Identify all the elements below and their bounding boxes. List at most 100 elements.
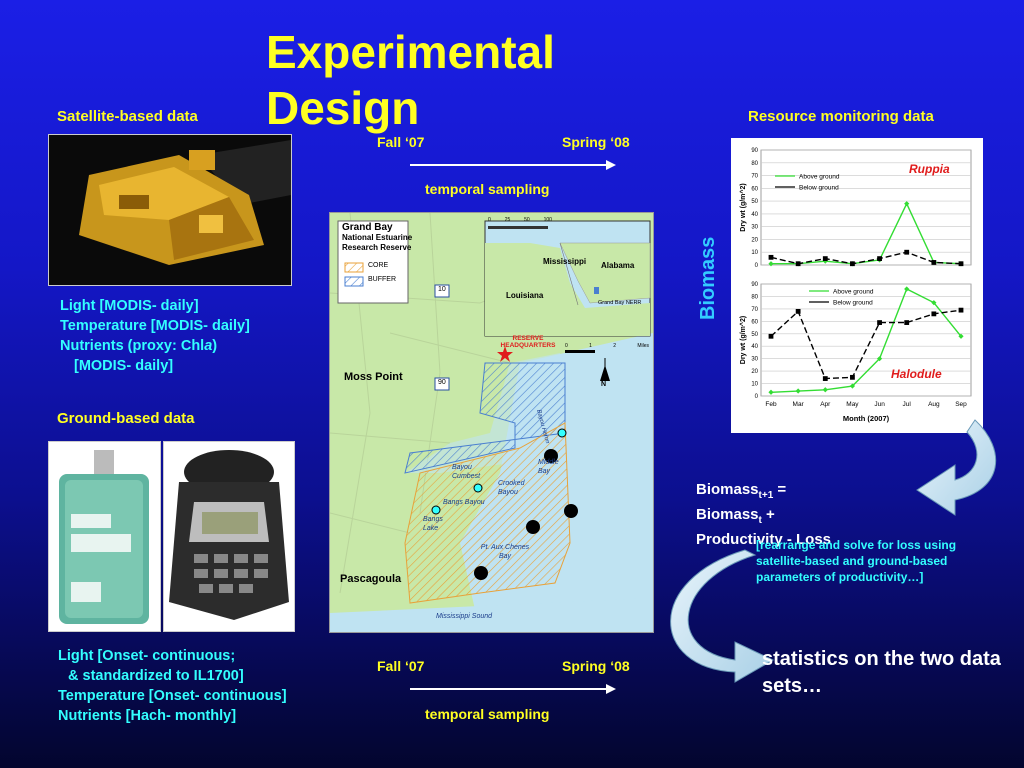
- slide-title: Experimental Design: [266, 26, 555, 134]
- road-90: 90: [438, 379, 446, 386]
- ytick-label-0-20: 20: [751, 237, 758, 243]
- ground-light: Light [Onset- continuous;: [58, 648, 236, 664]
- top-temporal-end: Spring ‘08: [562, 134, 630, 150]
- point-1-0-0: [768, 389, 774, 395]
- inset-grand-bay-nerr: Grand Bay NERR: [598, 300, 642, 306]
- ytick-label-0-80: 80: [751, 161, 758, 167]
- bottom-temporal-start: Fall ‘07: [377, 658, 425, 674]
- road-10: 10: [438, 286, 446, 293]
- series-line-0-1: [770, 251, 962, 265]
- point-0-1-2: [822, 256, 828, 262]
- inset-alabama: Alabama: [601, 261, 635, 270]
- legend-label-1-0: Above ground: [833, 289, 874, 296]
- satellite-light: Light [MODIS- daily]: [60, 298, 199, 314]
- ytick-label-1-70: 70: [751, 307, 758, 313]
- ground-temperature: Temperature [Onset- continuous]: [58, 688, 287, 704]
- ytick-label-1-80: 80: [751, 294, 758, 300]
- point-1-1-3: [850, 374, 855, 380]
- ground-list: Light [Onset- continuous; & standardized…: [58, 646, 287, 726]
- point-0-1-6: [931, 260, 937, 265]
- place-bayou-cumbest: Bayou Cumbest: [452, 464, 481, 480]
- ytick-label-1-90: 90: [751, 282, 758, 288]
- arrow-to-equation: [916, 419, 997, 516]
- plot-area-0: [760, 149, 972, 266]
- legend-label-0-0: Above ground: [799, 174, 840, 181]
- satellite-nutrients-source: [MODIS- daily]: [74, 358, 174, 374]
- ytick-label-1-0: 0: [755, 394, 759, 400]
- statistics-text: statistics on the two data sets…: [762, 648, 1001, 697]
- top-temporal-label: temporal sampling: [425, 181, 550, 197]
- ground-nutrients: Nutrients [Hach- monthly]: [58, 708, 237, 724]
- ground-light-note: & standardized to IL1700]: [68, 668, 244, 684]
- xtick-label-Jun: Jun: [874, 401, 885, 408]
- place-moss-point: Moss Point: [344, 371, 403, 383]
- satellite-image: [48, 134, 292, 286]
- satellite-header: Satellite-based data: [57, 108, 198, 125]
- bottom-temporal-label: temporal sampling: [425, 706, 550, 722]
- resource-header: Resource monitoring data: [748, 108, 934, 125]
- point-1-1-0: [768, 333, 774, 339]
- point-0-1-4: [877, 256, 882, 262]
- satellite-temperature: Temperature [MODIS- daily]: [60, 318, 250, 334]
- ytick-label-1-40: 40: [751, 344, 758, 350]
- point-0-0-0: [768, 261, 774, 267]
- legend-buffer: BUFFER: [368, 276, 396, 283]
- satellite-nutrients: Nutrients (proxy: Chla): [60, 338, 218, 354]
- biomass-axis-label: Biomass: [697, 236, 719, 320]
- ground-header: Ground-based data: [57, 410, 195, 427]
- ytick-label-1-10: 10: [751, 382, 758, 388]
- flow-arrows: [670, 419, 997, 683]
- north-arrow: N: [601, 381, 607, 388]
- xtick-label-Sep: Sep: [955, 401, 967, 408]
- point-0-0-5: [904, 201, 910, 207]
- ytick-label-0-0: 0: [755, 263, 759, 269]
- xtick-label-Aug: Aug: [928, 401, 940, 408]
- place-pascagoula: Pascagoula: [340, 573, 402, 585]
- ytick-label-0-40: 40: [751, 212, 758, 218]
- point-1-1-4: [877, 320, 882, 325]
- top-temporal-start: Fall ‘07: [377, 134, 425, 150]
- ytick-label-0-60: 60: [751, 186, 758, 192]
- bottom-temporal-arrow: [410, 688, 608, 690]
- point-1-0-7: [958, 333, 964, 339]
- grand-bay-map: Grand Bay National Estuarine Research Re…: [329, 212, 654, 633]
- xtick-label-May: May: [846, 401, 859, 408]
- top-temporal-arrowhead: [606, 160, 616, 170]
- bottom-temporal-arrowhead: [606, 684, 616, 694]
- point-1-1-1: [795, 308, 801, 314]
- ytick-label-1-60: 60: [751, 319, 758, 325]
- inset-mississippi: Mississippi: [543, 257, 587, 266]
- inset-louisiana: Louisiana: [506, 291, 544, 300]
- legend-label-0-1: Below ground: [799, 185, 839, 192]
- point-0-1-0: [768, 254, 774, 260]
- point-1-1-6: [931, 311, 937, 317]
- xtick-label-Apr: Apr: [820, 401, 831, 408]
- ytick-label-0-70: 70: [751, 174, 758, 180]
- map-title: Grand Bay National Estuarine Research Re…: [342, 222, 413, 253]
- bottom-temporal-end: Spring ‘08: [562, 658, 630, 674]
- ytick-label-0-50: 50: [751, 199, 758, 205]
- ytick-label-1-50: 50: [751, 332, 758, 338]
- xtick-label-Feb: Feb: [765, 401, 777, 408]
- point-1-1-2: [822, 376, 828, 381]
- ytick-label-0-90: 90: [751, 148, 758, 154]
- series-line-1-0: [770, 288, 962, 393]
- xtick-label-Mar: Mar: [793, 401, 805, 408]
- place-pt-aux-chenes-bay: Pt. Aux Chenes Bay: [480, 544, 530, 560]
- onset-logger-image: [48, 441, 161, 632]
- reserve-headquarters: RESERVE HEADQUARTERS: [500, 335, 556, 349]
- point-1-1-7: [958, 307, 964, 313]
- hach-meter-image: [163, 441, 295, 632]
- annotation-1: Halodule: [891, 367, 942, 381]
- place-crooked-bayou: Crooked Bayou: [498, 480, 525, 496]
- biomass-equation: Biomasst+1 = Biomasst + Productivity - L…: [696, 481, 832, 548]
- ylabel-1: Dry wt (g/m^2): [739, 316, 747, 364]
- ylabel-0: Dry wt (g/m^2): [739, 183, 747, 231]
- ytick-label-1-20: 20: [751, 369, 758, 375]
- ytick-label-0-10: 10: [751, 250, 758, 256]
- point-0-1-5: [904, 249, 910, 255]
